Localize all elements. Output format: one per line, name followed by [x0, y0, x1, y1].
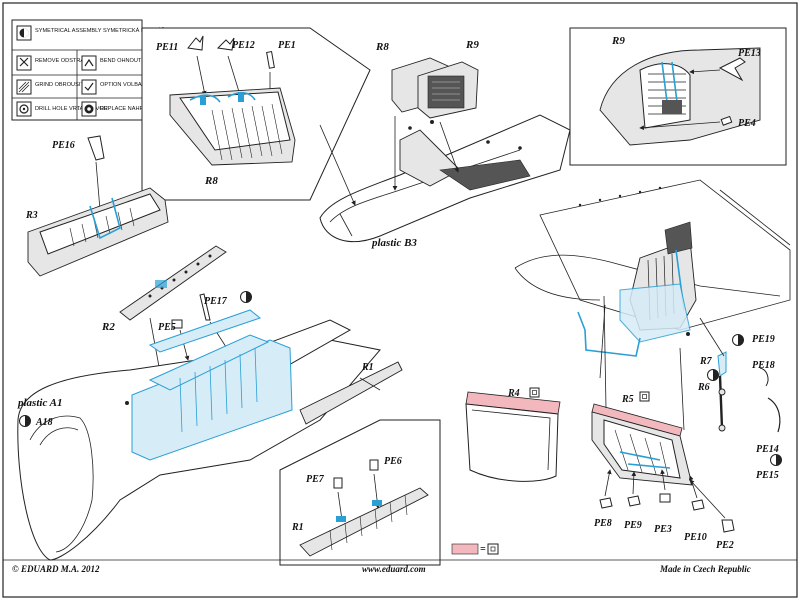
resin-replace-swatch [451, 543, 479, 555]
symmetrical-assembly-icon [16, 25, 32, 41]
drill-hole-icon [16, 101, 32, 117]
label-r1: R1 [361, 362, 374, 373]
label-pe9: PE9 [624, 520, 642, 531]
legend-grind: GRIND OBROUSIT [35, 82, 84, 88]
pe13-part [718, 57, 746, 82]
label-pe8: PE8 [594, 518, 612, 529]
pe5-part [171, 319, 183, 329]
cockpit-tub-blue [131, 309, 293, 461]
label-pe11: PE11 [156, 42, 178, 53]
label-pe15: PE15 [756, 470, 779, 481]
r5-replace-icon [639, 391, 650, 402]
label-r7: R7 [699, 356, 713, 367]
r6-part [718, 375, 724, 429]
detail-box-r8: PE11 PE12 PE1 R8 [141, 27, 371, 201]
pe10-part [691, 499, 705, 511]
label-r9-top: R9 [465, 39, 479, 51]
legend-bend: BEND OHNOUT [100, 58, 142, 64]
r4-door: R4 [465, 387, 561, 482]
label-r9-box: R9 [611, 35, 625, 47]
pe16-part [87, 135, 105, 161]
pe12-part [216, 37, 235, 51]
r3-assembly: PE16 R3 [25, 135, 169, 277]
bend-icon [81, 55, 97, 71]
r2-part [119, 245, 227, 321]
label-r2: R2 [101, 321, 115, 333]
r2-assembly: PE17 PE5 R2 [101, 245, 252, 373]
label-plastic-a1: plastic A1 [17, 397, 63, 409]
label-pe3: PE3 [654, 524, 672, 535]
pe11-part [187, 35, 204, 51]
label-pe18: PE18 [752, 360, 775, 371]
label-r8-top: R8 [375, 41, 389, 53]
option-icon [81, 79, 97, 95]
footer-copyright: © EDUARD M.A. 2012 [12, 564, 100, 574]
legend-option: OPTION VOLBA [100, 82, 142, 88]
gear-strut-assembly: R7 R6 PE19 PE18 PE14 PE15 [697, 317, 782, 481]
r8-panel [169, 87, 296, 166]
r7-part [717, 351, 727, 377]
label-a18: A18 [35, 417, 53, 428]
label-pe13: PE13 [738, 48, 761, 59]
pe17-part [199, 293, 211, 321]
detail-box-r9: R9 PE13 PE4 [569, 27, 787, 166]
r4-replace-icon [529, 387, 540, 398]
label-pe5: PE5 [158, 322, 176, 333]
label-pe16: PE16 [52, 140, 75, 151]
label-pe10: PE10 [684, 532, 707, 543]
replace-icon [81, 101, 97, 117]
color-key: = [451, 543, 499, 555]
label-pe6: PE6 [384, 456, 402, 467]
r1-part [299, 361, 403, 425]
footer-origin: Made in Czech Republic [659, 564, 751, 574]
pe4-part [720, 115, 733, 126]
label-r4: R4 [507, 388, 520, 399]
label-pe2: PE2 [716, 540, 734, 551]
label-pe7: PE7 [306, 474, 325, 485]
remove-icon [16, 55, 32, 71]
detail-box-r1: PE7 PE6 R1 [279, 419, 441, 566]
r1-part-assembly: R1 [299, 361, 403, 425]
legend-symmetrical-line1: SYMETRICAL ASSEMBLY SYMETRICKÁ MONTÁŽ [35, 26, 165, 34]
pe7-part [333, 477, 343, 489]
pe1-part [266, 51, 275, 69]
label-r8-box: R8 [204, 175, 218, 187]
legend-drill-hole: DRILL HOLE VRTAT OTVOR [35, 106, 108, 112]
key-replace-icon [487, 543, 499, 555]
pe6-part [369, 459, 379, 471]
label-pe4: PE4 [738, 118, 756, 129]
fuselage-b3: R8 R9 plastic B3 [319, 39, 571, 249]
pe2-part [721, 519, 735, 533]
label-r1-box: R1 [291, 522, 304, 533]
r5-gear-bay: R5 [591, 295, 693, 486]
label-pe12: PE12 [232, 40, 255, 51]
label-r5: R5 [621, 394, 634, 405]
label-pe17: PE17 [204, 296, 228, 307]
grind-icon [16, 79, 32, 95]
pe9-part [627, 495, 641, 507]
label-pe19: PE19 [752, 334, 775, 345]
pe3-part [659, 493, 671, 503]
bottom-pe-parts: PE8 PE9 PE3 PE10 PE2 [594, 469, 735, 551]
legend-box: SYMETRICAL ASSEMBLY SYMETRICKÁ MONTÁŽ RE… [11, 19, 165, 121]
pe18-part [759, 367, 769, 387]
label-r3: R3 [25, 210, 38, 221]
pe8-part [599, 497, 613, 509]
label-pe14: PE14 [756, 444, 779, 455]
color-key-equals: = [480, 544, 486, 555]
fuselage-a1: plastic A1 A18 [17, 309, 381, 561]
label-r6: R6 [697, 382, 710, 393]
wing-gear-bay [514, 179, 791, 379]
pe14-part [767, 397, 781, 433]
label-plastic-b3: plastic B3 [371, 237, 417, 249]
legend-replace: REPLACE NAHRADIT [100, 106, 157, 112]
footer-website: www.eduard.com [362, 564, 426, 574]
label-pe1: PE1 [278, 40, 296, 51]
legend-remove: REMOVE ODSTRANIT [35, 58, 94, 64]
